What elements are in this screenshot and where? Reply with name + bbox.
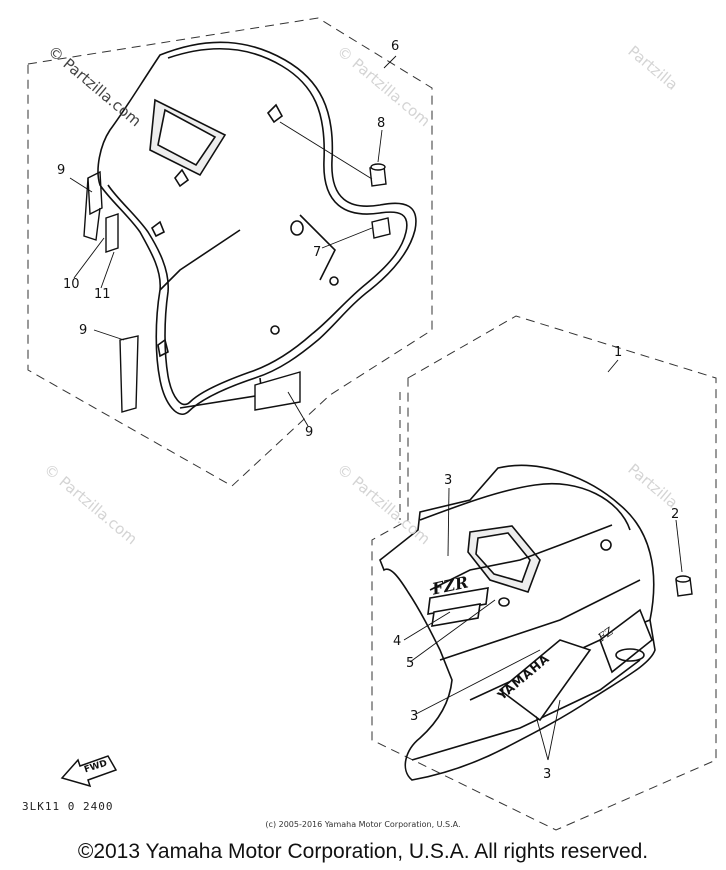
- callout-11: 11: [94, 287, 111, 302]
- copyright-small: (c) 2005-2016 Yamaha Motor Corporation, …: [265, 820, 461, 829]
- callout-8: 8: [377, 116, 386, 131]
- grommet-parts: [369, 163, 391, 239]
- callout-3-bottom: 3: [543, 767, 552, 782]
- callout-9-left: 9: [79, 323, 88, 338]
- upper-assembly-outline: [27, 17, 433, 487]
- inner-fairing-panel: [97, 41, 417, 415]
- callout-6: 6: [391, 39, 400, 54]
- part-code: 3LK11 0 2400: [22, 800, 114, 813]
- callout-9-bottom: 9: [305, 425, 314, 440]
- damper-part: [675, 575, 693, 597]
- callout-10: 10: [63, 277, 80, 292]
- callout-4: 4: [393, 634, 402, 649]
- callout-3-left: 3: [410, 709, 419, 724]
- callout-1: 1: [614, 345, 623, 360]
- callout-5: 5: [406, 656, 415, 671]
- callout-3-top: 3: [444, 473, 453, 488]
- copyright-main: ©2013 Yamaha Motor Corporation, U.S.A. A…: [77, 840, 649, 863]
- callout-2: 2: [671, 507, 680, 522]
- side-cowling: [379, 464, 656, 781]
- fwd-arrow-icon: [60, 755, 118, 788]
- lower-assembly-outline: [371, 315, 717, 831]
- callout-9-top: 9: [57, 163, 66, 178]
- leader-lines: [69, 55, 683, 761]
- side-flaps: [83, 170, 301, 413]
- callout-7: 7: [313, 245, 322, 260]
